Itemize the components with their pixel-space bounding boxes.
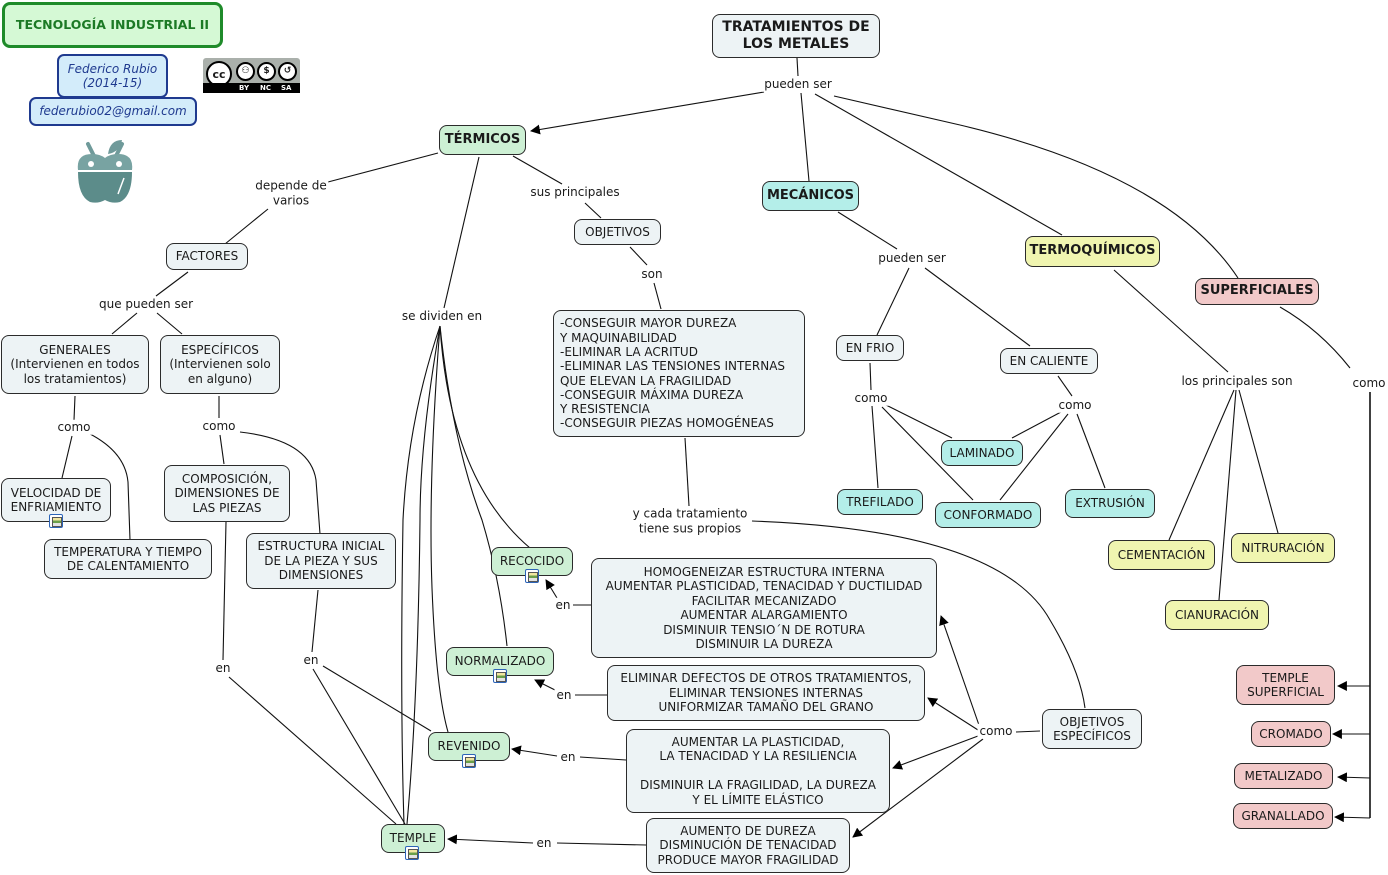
sa-sharealike-icon: ↺ (278, 62, 297, 81)
goals-temple[interactable]: AUMENTO DE DUREZA DISMINUCIÓN DE TENACID… (646, 818, 850, 873)
license-term-by: BY (239, 84, 250, 92)
node-especificos[interactable]: ESPECÍFICOS (Intervienen solo en alguno) (160, 335, 280, 394)
category-termoquimicos[interactable]: TERMOQUÍMICOS (1025, 236, 1160, 267)
nc-noncommercial-icon: $ (257, 62, 276, 81)
node-estructura-inicial[interactable]: ESTRUCTURA INICIAL DE LA PIEZA Y SUS DIM… (246, 533, 396, 589)
author-name: Federico Rubio (2014-15) (57, 54, 168, 98)
link-label-pueden-ser: pueden ser (762, 76, 834, 92)
node-extrusion[interactable]: EXTRUSIÓN (1065, 489, 1155, 518)
link-label-pueden-ser: pueden ser (876, 250, 948, 266)
link-label-en: en (558, 749, 578, 765)
cc-icon: cc (206, 61, 232, 87)
link-label-como: como (852, 390, 890, 406)
node-trefilado[interactable]: TREFILADO (837, 489, 923, 515)
node-en-frio[interactable]: EN FRIO (836, 335, 904, 361)
link-label-se-dividen-en: se dividen en (399, 308, 485, 324)
link-label-en: en (554, 687, 574, 703)
creative-commons-license-icon[interactable]: cc ⚇ $ ↺ BY NC SA (203, 58, 300, 93)
goals-normalizado[interactable]: ELIMINAR DEFECTOS DE OTROS TRATAMIENTOS,… (607, 665, 925, 721)
link-label-los-principales-son: los principales son (1179, 373, 1295, 389)
link-label-como: como (1056, 397, 1094, 413)
link-label-en: en (213, 660, 233, 676)
link-label-son: son (639, 266, 665, 282)
image-attachment-icon[interactable] (49, 514, 63, 528)
license-term-sa: SA (281, 84, 292, 92)
treatment-temple[interactable]: TEMPLE (381, 824, 445, 853)
link-label-sus-principales: sus principales (528, 184, 622, 200)
node-granallado[interactable]: GRANALLADO (1233, 803, 1333, 829)
link-label-en: en (553, 597, 573, 613)
node-objetivos-especificos[interactable]: OBJETIVOS ESPECÍFICOS (1042, 709, 1142, 749)
link-label-como: como (55, 419, 93, 435)
image-attachment-icon[interactable] (525, 569, 539, 583)
category-termicos[interactable]: TÉRMICOS (439, 125, 526, 155)
link-label-como: como (977, 723, 1015, 739)
link-label-depende-de-varios: depende de varios (253, 178, 329, 208)
image-attachment-icon[interactable] (405, 846, 419, 860)
category-superficiales[interactable]: SUPERFICIALES (1195, 278, 1319, 305)
node-cianuracion[interactable]: CIANURACIÓN (1165, 600, 1269, 630)
image-attachment-icon[interactable] (462, 754, 476, 768)
node-nitruracion[interactable]: NITRURACIÓN (1231, 533, 1335, 563)
course-title: TECNOLOGÍA INDUSTRIAL II (2, 2, 223, 48)
goals-revenido[interactable]: AUMENTAR LA PLASTICIDAD, LA TENACIDAD Y … (626, 729, 890, 813)
link-label-en: en (301, 652, 321, 668)
node-factores[interactable]: FACTORES (166, 243, 248, 270)
node-cromado[interactable]: CROMADO (1251, 721, 1331, 747)
category-mecanicos[interactable]: MECÁNICOS (762, 181, 859, 211)
author-email[interactable]: federubio02@gmail.com (29, 97, 197, 126)
node-generales[interactable]: GENERALES (Intervienen en todos los trat… (1, 335, 149, 394)
node-cementacion[interactable]: CEMENTACIÓN (1108, 540, 1215, 570)
node-laminado[interactable]: LAMINADO (941, 440, 1023, 466)
node-en-caliente[interactable]: EN CALIENTE (1000, 348, 1098, 374)
link-label-en: en (534, 835, 554, 851)
link-label-como: como (200, 418, 238, 434)
node-objetivos-list[interactable]: -CONSEGUIR MAYOR DUREZA Y MAQUINABILIDAD… (553, 310, 805, 437)
root-node[interactable]: TRATAMIENTOS DE LOS METALES (712, 14, 880, 58)
link-label-como: como (1350, 375, 1388, 391)
link-label-y-cada-tratamiento: y cada tratamiento tiene sus propios (630, 506, 750, 536)
node-objetivos[interactable]: OBJETIVOS (574, 219, 661, 245)
goals-recocido[interactable]: HOMOGENEIZAR ESTRUCTURA INTERNA AUMENTAR… (591, 558, 937, 658)
link-label-que-pueden-ser: que pueden ser (96, 296, 196, 312)
node-metalizado[interactable]: METALIZADO (1234, 763, 1333, 789)
node-conformado[interactable]: CONFORMADO (935, 502, 1041, 528)
by-attribution-icon: ⚇ (236, 62, 255, 81)
node-temperatura-tiempo[interactable]: TEMPERATURA Y TIEMPO DE CALENTAMIENTO (44, 539, 212, 579)
apple-icon (77, 140, 133, 203)
node-temple-superficial[interactable]: TEMPLE SUPERFICIAL (1236, 665, 1335, 705)
image-attachment-icon[interactable] (493, 669, 507, 683)
license-term-nc: NC (260, 84, 271, 92)
node-composicion[interactable]: COMPOSICIÓN, DIMENSIONES DE LAS PIEZAS (164, 465, 290, 522)
